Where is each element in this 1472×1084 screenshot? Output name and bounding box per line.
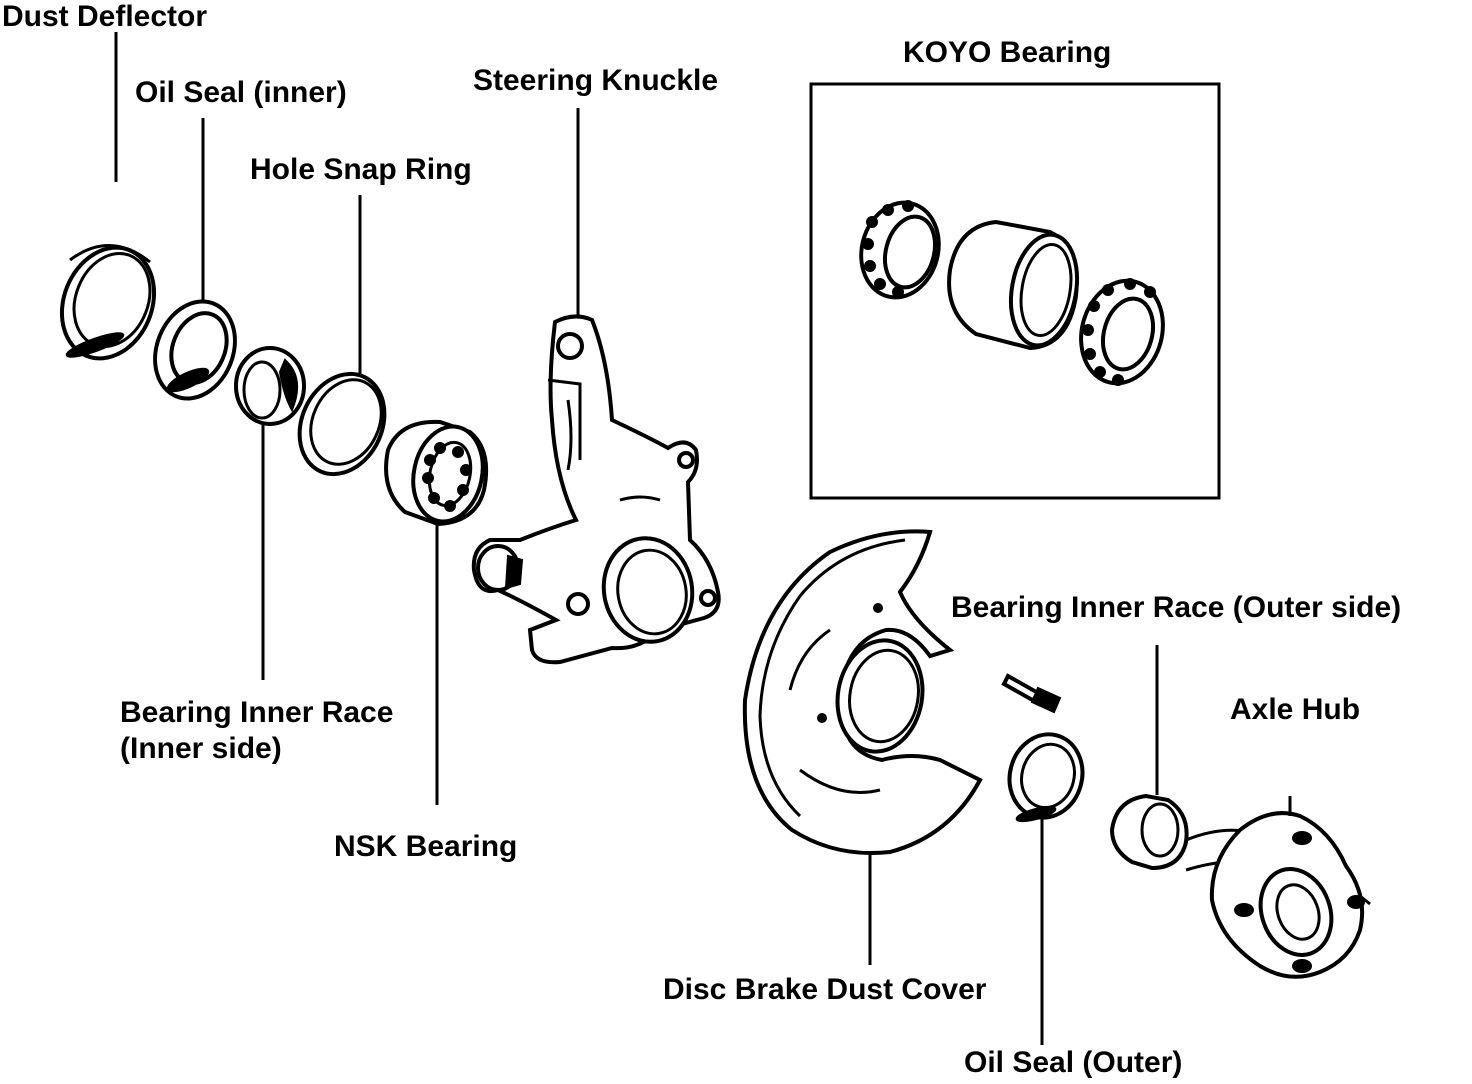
label-bearing-inner-race-inner-line1: Bearing Inner Race — [120, 696, 394, 729]
disc-brake-dust-cover-part — [742, 529, 983, 856]
bolt-part — [1001, 673, 1062, 714]
label-dust-deflector: Dust Deflector — [2, 0, 208, 33]
label-bearing-inner-race-outer: Bearing Inner Race (Outer side) — [951, 591, 1402, 624]
steering-knuckle-part — [471, 314, 721, 665]
bearing-inner-race-inner-part — [234, 346, 306, 426]
dust-deflector-part — [59, 244, 157, 361]
leader-lines — [114, 32, 1159, 1045]
axle-hub-part — [1185, 796, 1371, 979]
label-oil-seal-outer: Oil Seal (Outer) — [964, 1046, 1183, 1079]
label-steering-knuckle: Steering Knuckle — [473, 64, 719, 97]
koyo-bearing-frame — [809, 82, 1221, 500]
nsk-bearing-part — [384, 419, 489, 527]
oil-seal-inner-part — [153, 299, 237, 401]
label-oil-seal-inner: Oil Seal (inner) — [135, 76, 347, 109]
oil-seal-outer-part — [1007, 732, 1085, 823]
label-bearing-inner-race-inner-line2: (Inner side) — [120, 732, 282, 765]
label-nsk-bearing: NSK Bearing — [334, 830, 518, 863]
label-hole-snap-ring: Hole Snap Ring — [250, 153, 472, 186]
label-koyo-bearing: KOYO Bearing — [903, 36, 1112, 69]
label-disc-brake-dust-cover: Disc Brake Dust Cover — [663, 973, 987, 1006]
bearing-inner-race-outer-part — [1109, 793, 1189, 871]
label-axle-hub: Axle Hub — [1230, 693, 1361, 726]
koyo-bearing-parts — [859, 200, 1165, 386]
hole-snap-ring-part — [297, 371, 387, 477]
